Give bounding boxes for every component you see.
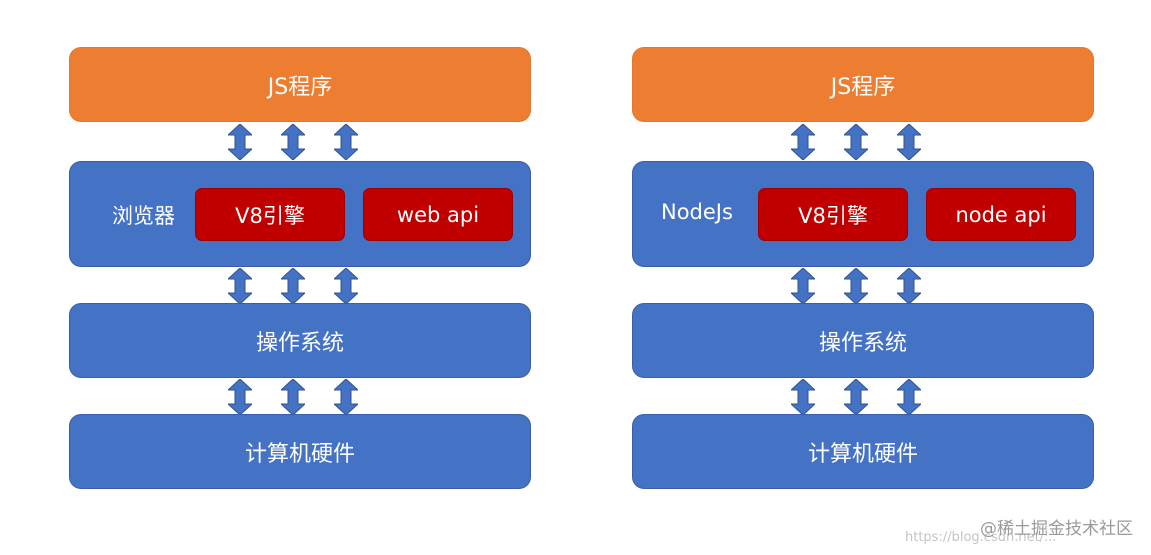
os-label: 操作系统 xyxy=(818,330,907,356)
arrow-row xyxy=(69,122,531,162)
js-program-label: JS程序 xyxy=(267,74,333,100)
runtime-label: NodeJs xyxy=(661,200,733,224)
double-arrow-icon xyxy=(281,379,305,415)
js-program-layer: JS程序 xyxy=(69,47,531,122)
arrow-row xyxy=(69,266,531,306)
v8-engine-box: V8引擎 xyxy=(195,188,345,241)
double-arrow-icon xyxy=(228,124,252,160)
double-arrow-icon xyxy=(844,379,868,415)
nodejs-runtime-layer: NodeJs V8引擎 node api xyxy=(632,161,1094,267)
double-arrow-icon xyxy=(228,379,252,415)
double-arrow-icon xyxy=(334,124,358,160)
arrow-row xyxy=(632,266,1094,306)
node-api-label: node api xyxy=(955,202,1047,227)
nodejs-stack: JS程序 NodeJs V8引擎 node api 操作系统 计算机硬件 xyxy=(632,0,1094,555)
web-api-box: web api xyxy=(363,188,513,241)
os-label: 操作系统 xyxy=(255,330,344,356)
js-program-label: JS程序 xyxy=(830,74,896,100)
hardware-layer: 计算机硬件 xyxy=(632,414,1094,489)
watermark-url: https://blog.csdn.net/... xyxy=(905,530,1057,545)
web-api-label: web api xyxy=(396,202,480,227)
hardware-layer: 计算机硬件 xyxy=(69,414,531,489)
browser-stack: JS程序 浏览器 V8引擎 web api 操作系统 计算机硬件 xyxy=(69,0,531,555)
hardware-label: 计算机硬件 xyxy=(244,441,355,467)
browser-runtime-layer: 浏览器 V8引擎 web api xyxy=(69,161,531,267)
double-arrow-icon xyxy=(897,379,921,415)
double-arrow-icon xyxy=(791,124,815,160)
runtime-label: 浏览器 xyxy=(112,204,175,228)
watermark: @稀土掘金技术社区 xyxy=(980,519,1133,539)
double-arrow-icon xyxy=(897,124,921,160)
double-arrow-icon xyxy=(334,268,358,304)
double-arrow-icon xyxy=(791,379,815,415)
double-arrow-icon xyxy=(334,379,358,415)
arrow-row xyxy=(632,122,1094,162)
double-arrow-icon xyxy=(844,124,868,160)
arrow-row xyxy=(632,377,1094,417)
hardware-label: 计算机硬件 xyxy=(807,441,918,467)
node-api-box: node api xyxy=(926,188,1076,241)
js-program-layer: JS程序 xyxy=(632,47,1094,122)
double-arrow-icon xyxy=(281,268,305,304)
double-arrow-icon xyxy=(791,268,815,304)
double-arrow-icon xyxy=(844,268,868,304)
double-arrow-icon xyxy=(897,268,921,304)
v8-engine-label: V8引擎 xyxy=(235,203,305,228)
double-arrow-icon xyxy=(228,268,252,304)
os-layer: 操作系统 xyxy=(632,303,1094,378)
double-arrow-icon xyxy=(281,124,305,160)
arrow-row xyxy=(69,377,531,417)
v8-engine-label: V8引擎 xyxy=(798,203,868,228)
v8-engine-box: V8引擎 xyxy=(758,188,908,241)
os-layer: 操作系统 xyxy=(69,303,531,378)
